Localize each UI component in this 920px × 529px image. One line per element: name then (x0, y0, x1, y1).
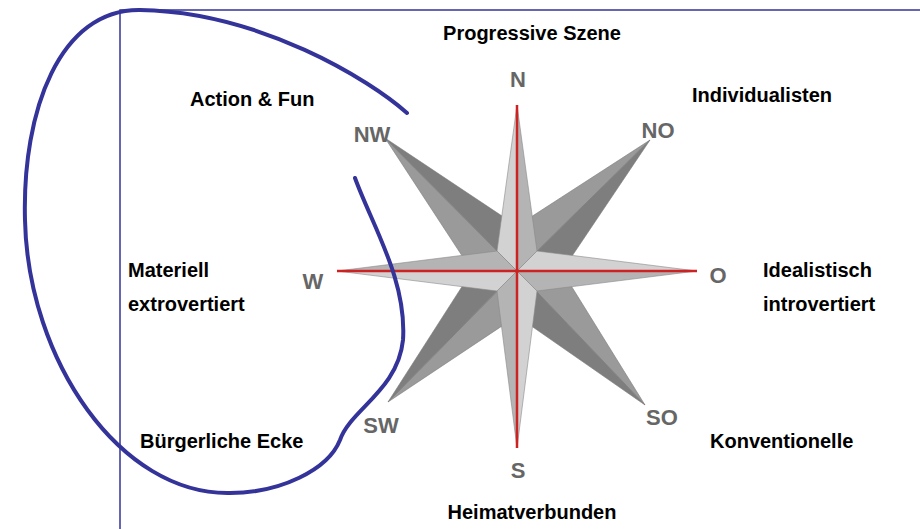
group-label: Heimatverbunden (448, 499, 617, 525)
group-label: Progressive Szene (443, 20, 621, 46)
group-label: Idealistisch introvertiert (763, 253, 875, 321)
star-arm (497, 271, 517, 448)
star-arm (337, 271, 517, 291)
group-label: Action & Fun (190, 86, 314, 112)
direction-letter: SW (363, 413, 398, 439)
direction-letter: NO (642, 118, 675, 144)
group-label: Bürgerliche Ecke (140, 428, 303, 454)
direction-letter: NW (354, 122, 391, 148)
group-label: Konventionelle (710, 428, 853, 454)
star-arm (517, 271, 537, 448)
star-arm (337, 251, 517, 271)
direction-letter: SO (646, 405, 678, 431)
direction-letter: S (511, 458, 526, 484)
star-arm (517, 105, 537, 271)
direction-letter: W (303, 269, 324, 295)
star-arm (517, 271, 697, 291)
main-star (337, 105, 697, 448)
star-arm (497, 105, 517, 271)
direction-letter: N (510, 67, 526, 93)
frame-line (120, 10, 920, 529)
group-loop (25, 10, 407, 493)
star-arm (517, 251, 697, 271)
group-label: Individualisten (692, 82, 832, 108)
group-label: Materiell extrovertiert (128, 253, 245, 321)
axis-line (516, 105, 519, 448)
direction-letter: O (709, 263, 726, 289)
